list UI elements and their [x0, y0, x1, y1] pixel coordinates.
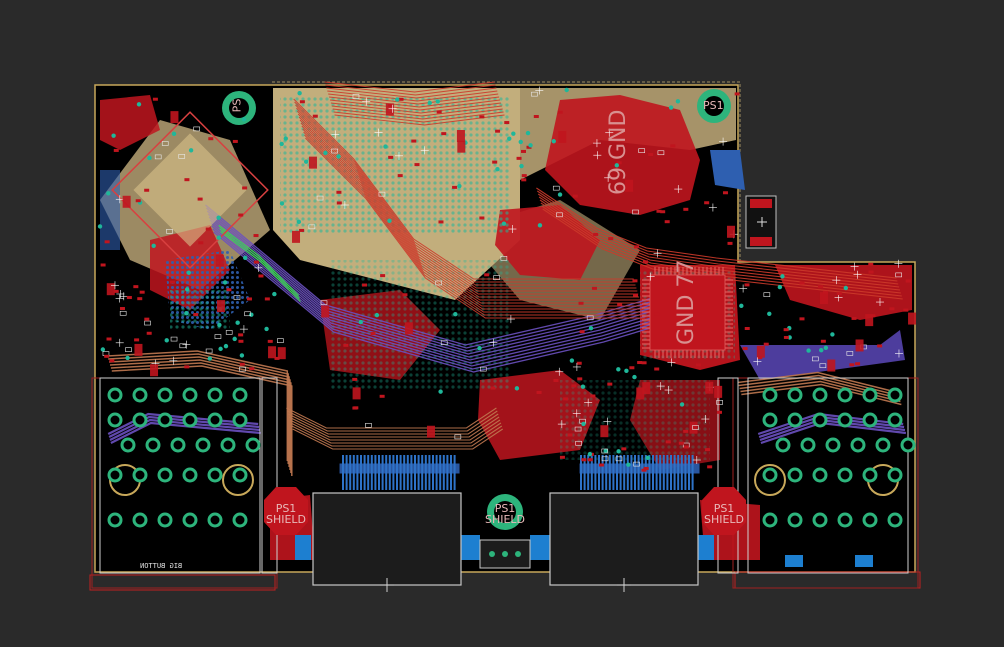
edge-contact-rows [342, 455, 694, 490]
shield-pad-right[interactable] [702, 487, 746, 535]
side-button-footprint[interactable] [745, 195, 777, 249]
bottom-connector-center[interactable] [479, 539, 531, 569]
mount-label-top-left: PS [230, 98, 244, 113]
mount-hole-top-right[interactable] [697, 89, 731, 123]
mount-hole-top-left[interactable] [222, 91, 256, 125]
bottom-connector-right[interactable] [549, 492, 699, 592]
right-db-connector[interactable] [717, 377, 916, 574]
gnd-label-main: GND 77 [674, 259, 699, 345]
main-ic-footprint[interactable] [642, 267, 733, 358]
shield-label-right: PS1 SHIELD [703, 502, 745, 526]
shield-label-center: PS1 SHIELD [484, 502, 526, 526]
mount-hole-center-shield[interactable] [487, 494, 523, 530]
shield-label-left: PS1 SHIELD [265, 502, 307, 526]
gnd-label-upper: 69 GND [606, 109, 631, 195]
left-db-connector[interactable] [99, 377, 278, 574]
smd-components [97, 86, 917, 472]
shield-pad-left[interactable] [264, 487, 308, 535]
bottom-connector-left[interactable] [312, 492, 462, 592]
silk-big-button: BIG BUTTON [140, 562, 183, 570]
mount-label-top-right: PS1 [703, 99, 724, 112]
